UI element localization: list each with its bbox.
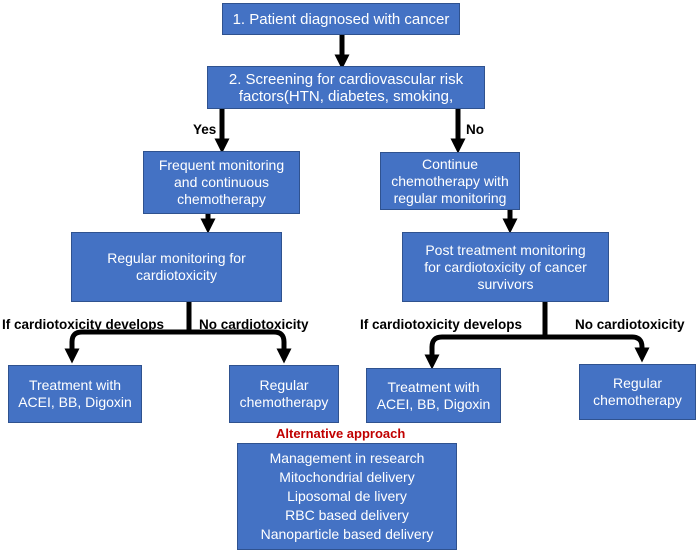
box-text-line: chemotherapy — [593, 392, 682, 408]
box-text-line: chemotherapy — [177, 191, 266, 207]
arrow-left-branch — [64, 329, 189, 364]
box-text-line: factors(HTN, diabetes, smoking, — [238, 87, 454, 105]
box-text-line: Treatment with — [28, 377, 122, 393]
box-text-line: RBC based delivery — [285, 507, 409, 523]
label-if-cardio-left: If cardiotoxicity develops — [2, 317, 165, 332]
box-text-line: 1. Patient diagnosed with cancer — [232, 10, 450, 28]
box-text-line: Regular — [259, 377, 309, 393]
box-text-line: Continue — [421, 155, 479, 172]
box-text-line: Liposomal de livery — [287, 488, 407, 504]
box-text-line: cardiotoxicity — [136, 267, 217, 283]
box-text-line: Regular — [612, 375, 663, 391]
box-text-line: Frequent monitoring — [158, 157, 285, 173]
label-no-cardio-left: No cardiotoxicity — [199, 317, 309, 332]
arrow-right-branch-left — [189, 329, 292, 364]
box-text-line: regular monitoring — [393, 189, 507, 206]
box-text-line: chemotherapy — [239, 394, 329, 410]
box-text-line: ACEI, BB, Digoxin — [18, 394, 132, 410]
label-yes: Yes — [193, 122, 217, 137]
label-if-cardio-right: If cardiotoxicity develops — [360, 317, 523, 332]
box-text-line: chemotherapy with — [391, 172, 509, 189]
box-text-line: Management in research — [269, 450, 425, 466]
box-text-line: survivors — [477, 275, 534, 292]
box-diagnosis: 1. Patient diagnosed with cancer — [222, 3, 460, 35]
label-no: No — [466, 122, 484, 137]
box-text-line: 2. Screening for cardiovascular risk — [228, 70, 464, 88]
box-text-line: ACEI, BB, Digoxin — [376, 395, 491, 412]
box-text-line: Nanoparticle based delivery — [260, 526, 434, 542]
arrow-left-branch-right — [424, 334, 545, 370]
box-text-line: Treatment with — [387, 378, 480, 395]
label-no-cardio-right: No cardiotoxicity — [575, 317, 685, 332]
alternative-approach-title: Alternative approach — [276, 426, 406, 441]
box-text-line: and continuous — [174, 174, 269, 190]
arrow-right-branch-right — [545, 334, 650, 363]
box-text-line: Regular monitoring for — [107, 250, 246, 266]
box-text-line: Post treatment monitoring — [425, 241, 586, 258]
box-text-line: for cardiotoxicity of cancer — [424, 258, 587, 275]
box-text-line: Mitochondrial delivery — [279, 469, 415, 485]
